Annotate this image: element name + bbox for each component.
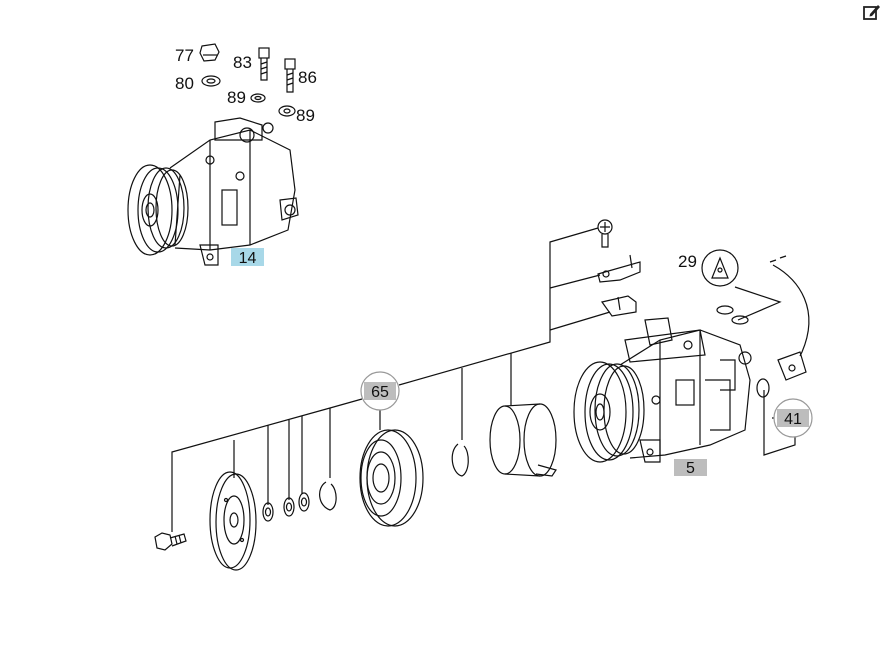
bolt-86[interactable] bbox=[284, 58, 296, 93]
leader-lines bbox=[171, 227, 796, 532]
bolt-hex[interactable] bbox=[154, 532, 187, 551]
callout-41-badge[interactable]: 41 bbox=[773, 398, 813, 438]
plug-77[interactable] bbox=[199, 43, 220, 62]
edit-button[interactable] bbox=[862, 2, 882, 22]
callout-65: 65 bbox=[371, 384, 389, 401]
valve-29[interactable] bbox=[701, 249, 739, 287]
washer-89b[interactable] bbox=[278, 105, 296, 117]
seal-ring-80[interactable] bbox=[201, 75, 221, 87]
shim-washers[interactable] bbox=[262, 492, 310, 522]
pulley-65[interactable] bbox=[359, 429, 424, 527]
callout-83: 83 bbox=[233, 53, 252, 72]
edit-icon bbox=[863, 5, 880, 20]
callout-14-badge[interactable]: 14 bbox=[231, 248, 264, 267]
field-coil[interactable] bbox=[489, 403, 557, 477]
callout-41: 41 bbox=[784, 411, 802, 428]
clutch-plate[interactable] bbox=[209, 471, 257, 571]
callout-5-badge[interactable]: 5 bbox=[674, 459, 707, 477]
bolt-83[interactable] bbox=[258, 47, 270, 81]
callout-80: 80 bbox=[175, 74, 194, 93]
snap-ring-1[interactable] bbox=[319, 481, 337, 511]
callout-14: 14 bbox=[239, 250, 257, 267]
washer-89a[interactable] bbox=[250, 93, 266, 103]
snap-ring-2[interactable] bbox=[451, 443, 469, 477]
compressor-assembly-top[interactable] bbox=[127, 117, 299, 266]
callout-77: 77 bbox=[175, 46, 194, 65]
callout-65-badge[interactable]: 65 bbox=[360, 371, 400, 411]
screw-top[interactable] bbox=[597, 219, 613, 248]
clip-bracket[interactable] bbox=[597, 254, 641, 283]
callout-29: 29 bbox=[678, 252, 697, 271]
callout-86: 86 bbox=[298, 68, 317, 87]
retainer-bracket[interactable] bbox=[600, 295, 637, 317]
callout-89b: 89 bbox=[296, 106, 315, 125]
sensor-41[interactable] bbox=[756, 255, 810, 398]
compressor-main[interactable] bbox=[573, 317, 752, 463]
callout-5: 5 bbox=[686, 460, 695, 477]
o-rings-29[interactable] bbox=[716, 305, 749, 325]
callout-89a: 89 bbox=[227, 88, 246, 107]
